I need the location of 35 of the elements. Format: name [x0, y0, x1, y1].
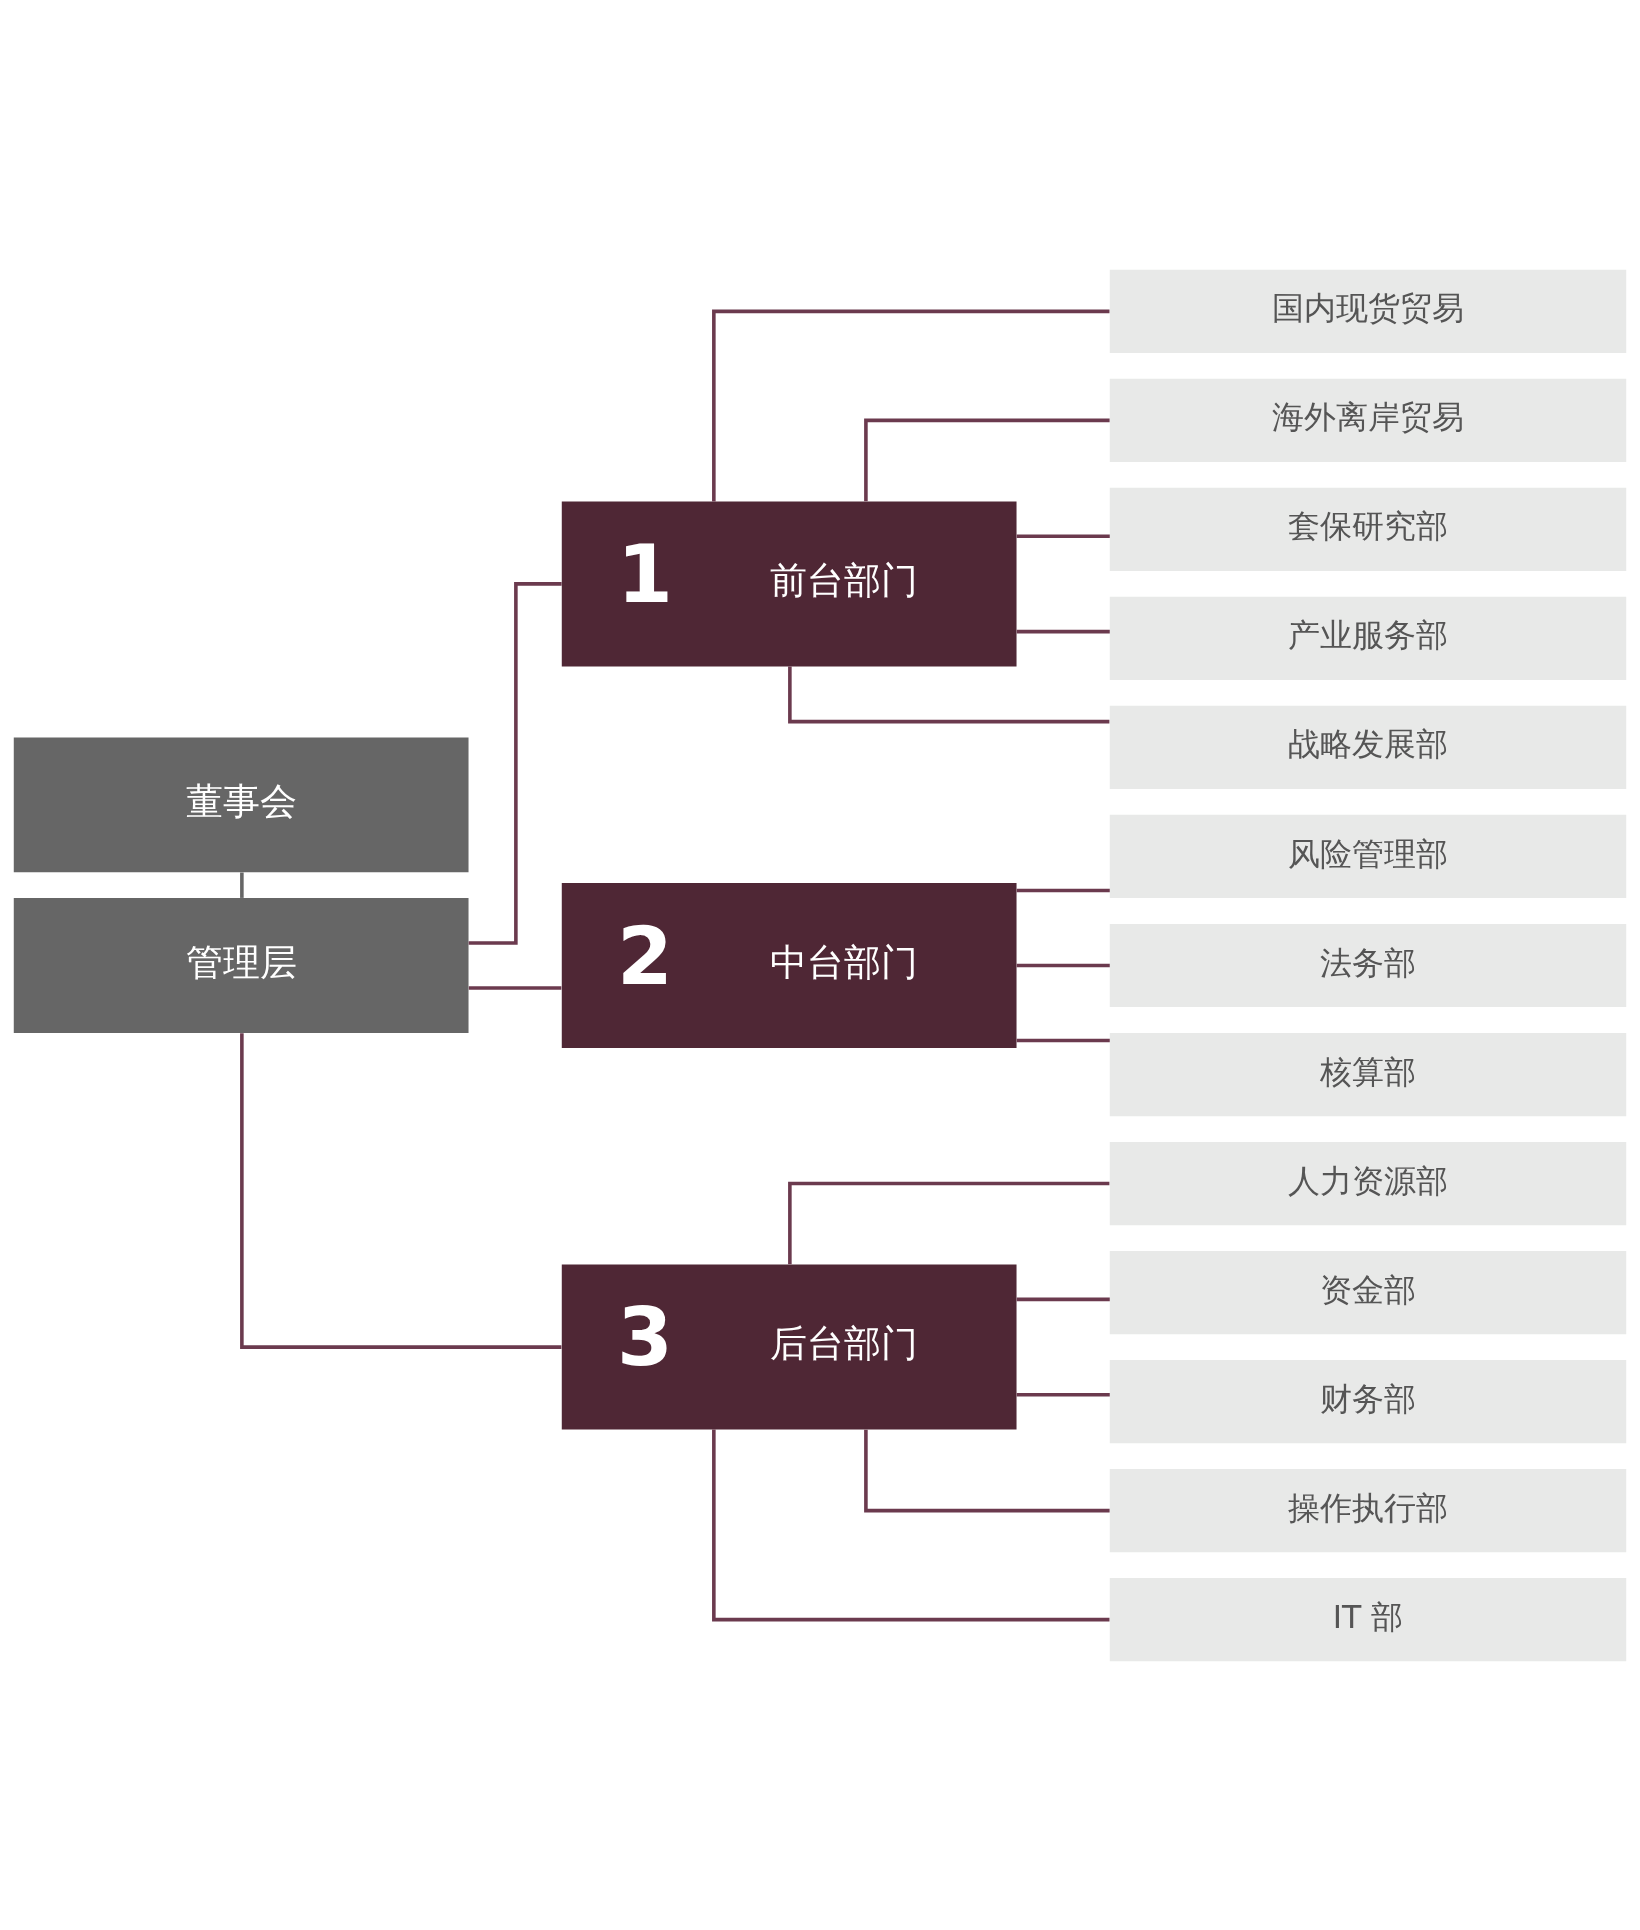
node-box: 核算部: [1109, 1032, 1627, 1116]
connector: [1016, 1038, 1110, 1042]
connector: [240, 1032, 562, 1349]
connector: [864, 1429, 1110, 1512]
connector: [788, 1181, 1110, 1264]
node-box: 产业服务部: [1109, 596, 1627, 680]
connector: [468, 985, 562, 990]
node-box: 3 后台部门: [561, 1264, 1017, 1430]
connector: [788, 665, 1110, 723]
connector: [240, 872, 244, 898]
node-box: 1 前台部门: [561, 500, 1017, 666]
connector: [1016, 629, 1110, 633]
node-box: 资金部: [1109, 1250, 1627, 1334]
node-box: 操作执行部: [1109, 1468, 1627, 1552]
node-box: 财务部: [1109, 1359, 1627, 1443]
node-box: 套保研究部: [1109, 487, 1627, 571]
node-box: 董事会: [13, 736, 469, 872]
connector: [1016, 1297, 1110, 1301]
node-box: 战略发展部: [1109, 705, 1627, 789]
node-box: 风险管理部: [1109, 814, 1627, 898]
node-box: 法务部: [1109, 923, 1627, 1007]
connector: [1016, 963, 1110, 967]
connector: [468, 581, 562, 945]
connector: [864, 418, 1110, 501]
connector: [1016, 1392, 1110, 1397]
node-box: IT 部: [1109, 1577, 1627, 1661]
node-box: 国内现货贸易: [1109, 269, 1627, 353]
connector: [712, 1429, 1110, 1621]
node-box: 管理层: [13, 897, 469, 1033]
connector: [1016, 888, 1110, 892]
node-box: 2 中台部门: [561, 882, 1017, 1048]
connector: [1016, 533, 1110, 538]
node-box: 人力资源部: [1109, 1141, 1627, 1225]
node-box: 海外离岸贸易: [1109, 378, 1627, 462]
connector: [712, 309, 1110, 501]
